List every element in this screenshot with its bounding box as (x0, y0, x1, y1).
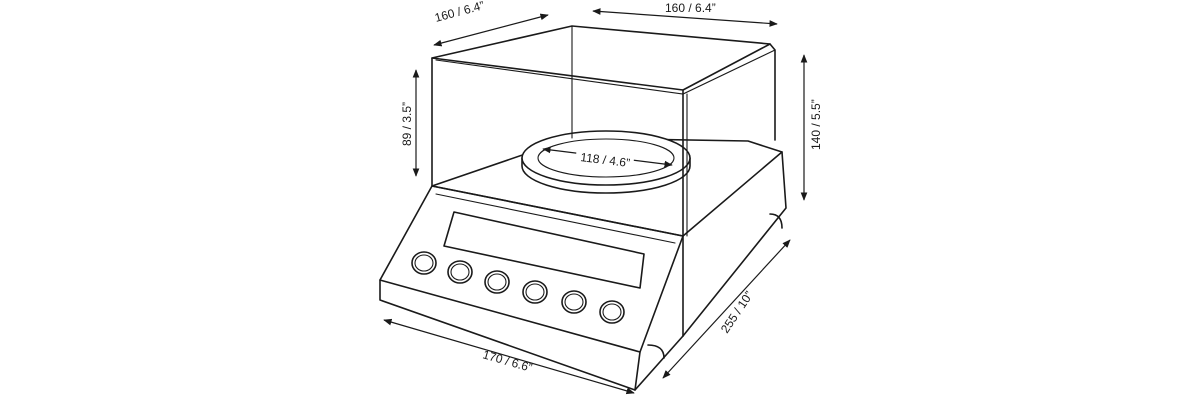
dimension-base-width: 170 / 6.6” (383, 318, 635, 395)
balance-scale-illustration (379, 25, 787, 391)
dimension-total-height: 140 / 5.5” (800, 54, 823, 201)
dimension-shield-height: 89 / 3.5” (400, 69, 420, 177)
dimension-label-top-width: 160 / 6.4” (665, 1, 716, 15)
dimension-base-depth: 255 / 10” (662, 239, 791, 379)
dimension-top-width: 160 / 6.4” (592, 1, 778, 27)
dimension-label-total-height: 140 / 5.5” (809, 99, 823, 150)
display-window (443, 211, 645, 289)
front-foot (647, 344, 665, 359)
front-base-face (379, 279, 641, 391)
shield-top (431, 25, 771, 91)
dimension-top-depth: 160 / 6.4” (433, 0, 549, 47)
panel-button-2 (447, 260, 473, 284)
panel-button-5 (561, 290, 587, 314)
panel-button-4 (522, 280, 548, 304)
control-panel (379, 185, 684, 353)
panel-button-6 (599, 300, 625, 324)
dimension-label-top-depth: 160 / 6.4” (433, 0, 486, 25)
dimension-label-shield-height: 89 / 3.5” (400, 102, 414, 146)
panel-button-1 (411, 251, 437, 275)
dimension-label-pan-diameter: 118 / 4.6” (580, 150, 631, 170)
dimension-pan-diameter: 118 / 4.6” (542, 146, 673, 170)
panel-button-3 (484, 270, 510, 294)
